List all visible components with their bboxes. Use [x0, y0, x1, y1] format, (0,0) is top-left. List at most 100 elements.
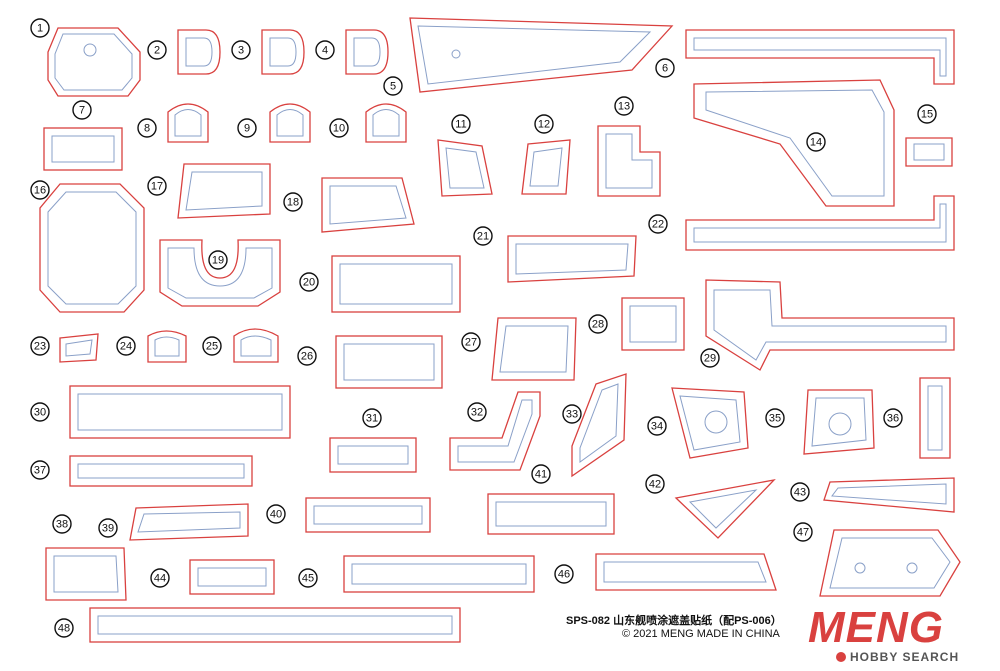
mask-23	[59, 333, 99, 363]
part-label-10: 10	[329, 118, 349, 138]
mask-28	[621, 297, 685, 351]
part-label-text: 14	[810, 137, 822, 149]
product-code: SPS-082 山东舰喷涂遮盖贴纸（配PS-006）	[566, 615, 782, 627]
mask-43	[823, 477, 955, 513]
mask-32	[449, 391, 541, 471]
mask-30	[69, 385, 291, 439]
part-label-text: 33	[566, 409, 578, 421]
part-label-text: 42	[649, 479, 661, 491]
mask-37	[69, 455, 253, 487]
part-label-text: 30	[34, 407, 46, 419]
part-label-text: 41	[535, 469, 547, 481]
copyright-text: © 2021 MENG MADE IN CHINA	[622, 628, 780, 640]
part-label-22: 22	[648, 214, 668, 234]
mask-47	[819, 529, 961, 597]
part-label-text: 1	[37, 23, 43, 35]
mask-35	[803, 389, 875, 455]
mask-13	[597, 125, 661, 197]
part-label-14: 14	[806, 132, 826, 152]
part-label-37: 37	[30, 460, 50, 480]
part-label-text: 39	[102, 523, 114, 535]
part-label-40: 40	[266, 504, 286, 524]
part-label-43: 43	[790, 482, 810, 502]
part-label-text: 36	[887, 413, 899, 425]
part-label-48: 48	[54, 618, 74, 638]
mask-27	[491, 317, 577, 381]
part-label-text: 26	[301, 351, 313, 363]
mask-shapes	[39, 17, 961, 643]
part-label-24: 24	[116, 336, 136, 356]
mask-25	[233, 328, 279, 363]
part-label-47: 47	[793, 522, 813, 542]
part-label-text: 17	[151, 181, 163, 193]
mask-40	[305, 497, 431, 533]
part-label-39: 39	[98, 518, 118, 538]
mask-31	[329, 437, 417, 473]
part-label-25: 25	[202, 336, 222, 356]
part-label-text: 19	[212, 255, 224, 267]
part-label-text: 29	[704, 353, 716, 365]
part-label-text: 27	[465, 337, 477, 349]
mask-11	[437, 139, 493, 197]
part-label-8: 8	[137, 118, 157, 138]
part-label-12: 12	[534, 114, 554, 134]
watermark-icon	[836, 652, 846, 662]
part-label-text: 15	[921, 109, 933, 121]
mask-6	[409, 17, 674, 93]
mask-17	[177, 163, 271, 219]
mask-44	[189, 559, 275, 595]
part-label-45: 45	[298, 568, 318, 588]
mask-34	[671, 387, 749, 459]
mask-8	[167, 103, 209, 143]
part-label-44: 44	[150, 568, 170, 588]
part-label-2: 2	[147, 40, 167, 60]
part-label-5: 5	[383, 76, 403, 96]
part-label-38: 38	[52, 514, 72, 534]
part-label-text: 24	[120, 341, 132, 353]
mask-12	[521, 139, 571, 195]
mask-48	[89, 607, 461, 643]
part-label-18: 18	[283, 192, 303, 212]
part-label-text: 43	[794, 487, 806, 499]
part-label-34: 34	[647, 416, 667, 436]
mask-22	[685, 195, 955, 251]
part-label-text: 12	[538, 119, 550, 131]
part-label-text: 21	[477, 231, 489, 243]
part-label-31: 31	[362, 408, 382, 428]
part-label-32: 32	[467, 402, 487, 422]
part-label-text: 25	[206, 341, 218, 353]
part-label-6: 6	[655, 58, 675, 78]
part-label-text: 8	[144, 123, 150, 135]
part-label-11: 11	[451, 114, 471, 134]
mask-45	[343, 555, 535, 593]
mask-26	[335, 335, 443, 389]
part-label-35: 35	[765, 408, 785, 428]
part-label-text: 28	[592, 319, 604, 331]
part-label-41: 41	[531, 464, 551, 484]
mask-39	[129, 503, 249, 541]
part-label-text: 16	[34, 185, 46, 197]
part-label-text: 44	[154, 573, 166, 585]
part-label-20: 20	[299, 272, 319, 292]
part-label-text: 6	[662, 63, 668, 75]
part-label-9: 9	[237, 118, 257, 138]
part-label-text: 46	[558, 569, 570, 581]
mask-42	[674, 478, 776, 539]
part-label-text: 35	[769, 413, 781, 425]
part-label-15: 15	[917, 104, 937, 124]
part-label-36: 36	[883, 408, 903, 428]
part-label-text: 20	[303, 277, 315, 289]
mask-21	[507, 235, 637, 283]
mask-38	[45, 547, 127, 601]
part-label-16: 16	[30, 180, 50, 200]
part-label-text: 9	[244, 123, 250, 135]
part-label-text: 7	[79, 105, 85, 117]
part-label-text: 31	[366, 413, 378, 425]
brand-logo: MENG	[808, 603, 944, 652]
part-label-text: 40	[270, 509, 282, 521]
part-label-text: 3	[238, 45, 244, 57]
part-label-text: 18	[287, 197, 299, 209]
part-label-46: 46	[554, 564, 574, 584]
